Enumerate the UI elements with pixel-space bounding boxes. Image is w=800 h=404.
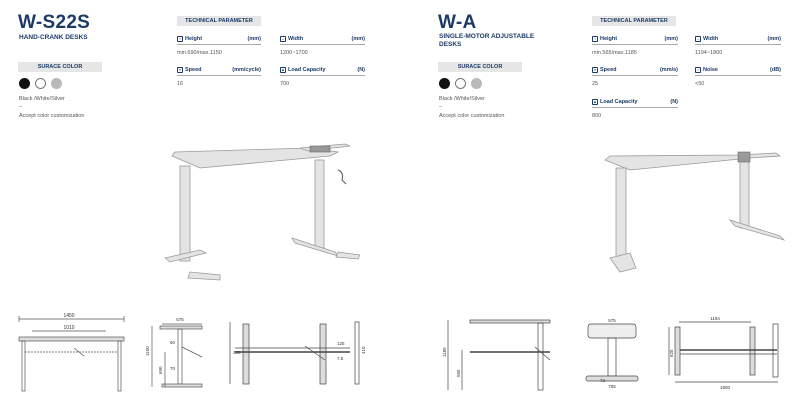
param-value: 1194~1800 bbox=[695, 50, 723, 56]
left-desk-frame-image bbox=[164, 143, 360, 281]
param-label: Speed bbox=[600, 67, 617, 73]
param-value: min.565/max.1185 bbox=[592, 50, 637, 56]
dim-60: 60 bbox=[170, 340, 176, 345]
silver-swatch bbox=[471, 78, 482, 89]
left-surface-color-label: SURACE COLOR bbox=[18, 62, 102, 72]
height-icon: ↕ bbox=[592, 36, 598, 42]
param-value: <50 bbox=[695, 81, 705, 87]
param-unit: (mm) bbox=[767, 36, 781, 42]
right-param-speed: »Speed (mm/s) 25 bbox=[592, 67, 678, 87]
left-color-names: Black /White/Silver bbox=[19, 96, 65, 102]
left-model-title: W-S22S bbox=[18, 12, 91, 33]
param-label: Height bbox=[185, 36, 203, 42]
right-model-title: W-A bbox=[438, 12, 477, 33]
left-tech-param-label: TECHNICAL PARAMETER bbox=[177, 16, 261, 26]
param-value: 16 bbox=[177, 81, 184, 87]
param-unit: (mm/s) bbox=[659, 67, 678, 73]
dim-1800: 1800 bbox=[720, 385, 731, 390]
white-swatch bbox=[455, 78, 466, 89]
param-label: Width bbox=[288, 36, 304, 42]
param-unit: (N) bbox=[357, 67, 365, 73]
dim-690: 690 bbox=[158, 366, 163, 374]
right-top-drawing: 1194 625 1800 bbox=[668, 316, 779, 390]
dim-565: 565 bbox=[456, 369, 461, 377]
left-side-drawing: 575 1150 690 60 70 bbox=[145, 317, 203, 388]
black-swatch bbox=[19, 78, 30, 89]
width-icon: ↔ bbox=[280, 36, 286, 42]
param-unit: (dB) bbox=[770, 67, 781, 73]
param-value: 25 bbox=[592, 81, 599, 87]
speed-icon: » bbox=[177, 67, 183, 73]
noise-icon: ♪ bbox=[695, 67, 701, 73]
dim-125: 125 bbox=[337, 341, 345, 346]
white-swatch bbox=[35, 78, 46, 89]
dim-625: 625 bbox=[669, 349, 674, 357]
param-unit: (mm) bbox=[664, 36, 678, 42]
left-param-width: ↔Width (mm) 1200~1700 bbox=[280, 36, 365, 56]
param-value: min.690/max.1150 bbox=[177, 50, 222, 56]
dim-575: 575 bbox=[176, 317, 184, 322]
param-value: 800 bbox=[592, 113, 602, 119]
right-model-subtitle-2: DESKS bbox=[439, 41, 462, 48]
dim-72: 72 bbox=[600, 378, 606, 383]
param-label: Load Capacity bbox=[600, 99, 638, 105]
param-label: Noise bbox=[703, 67, 718, 73]
param-value: 700 bbox=[280, 81, 290, 87]
right-param-load: ▲Load Capacity (N) 800 bbox=[592, 99, 678, 119]
left-custom-note: Accept color customization bbox=[19, 113, 85, 119]
right-surface-color-label: SURACE COLOR bbox=[438, 62, 522, 72]
param-label: Load Capacity bbox=[288, 67, 326, 73]
dim-7-5: 7.5 bbox=[337, 356, 344, 361]
dim-410: 410 bbox=[361, 346, 366, 354]
left-param-height: ↕Height (mm) min.690/max.1150 bbox=[177, 36, 261, 56]
black-swatch bbox=[439, 78, 450, 89]
param-label: Speed bbox=[185, 67, 202, 73]
dim-1185: 1185 bbox=[442, 347, 447, 357]
width-icon: ↔ bbox=[695, 36, 701, 42]
right-tech-param-label: TECHNICAL PARAMETER bbox=[592, 16, 676, 26]
dim-355: 355 bbox=[233, 350, 241, 355]
right-side-drawing: 1185 565 bbox=[442, 319, 551, 391]
right-param-noise: ♪Noise (dB) <50 bbox=[695, 67, 781, 87]
left-top-drawing: 355 125 7.5 410 bbox=[229, 321, 366, 385]
right-color-swatches bbox=[439, 78, 482, 89]
param-value: 1200~1700 bbox=[280, 50, 308, 56]
left-param-speed: »Speed (mm/cycle) 16 bbox=[177, 67, 261, 87]
left-param-load: ▲Load Capacity (N) 700 bbox=[280, 67, 365, 87]
dim-70: 70 bbox=[170, 366, 176, 371]
silver-swatch bbox=[51, 78, 62, 89]
left-front-drawing: 1450 1010 bbox=[18, 313, 125, 392]
right-desk-frame-image bbox=[604, 151, 786, 273]
right-color-names: Black /White/Silver bbox=[439, 96, 485, 102]
right-dash: – bbox=[439, 104, 443, 110]
param-unit: (mm/cycle) bbox=[232, 67, 261, 73]
load-icon: ▲ bbox=[592, 99, 598, 105]
right-custom-note: Accept color customization bbox=[439, 113, 505, 119]
right-param-width: ↔Width (mm) 1194~1800 bbox=[695, 36, 781, 56]
right-param-height: ↕Height (mm) min.565/max.1185 bbox=[592, 36, 678, 56]
dim-1010: 1010 bbox=[63, 325, 74, 331]
right-model-subtitle-1: SINGLE-MOTOR ADJUSTABLE bbox=[439, 33, 535, 40]
height-icon: ↕ bbox=[177, 36, 183, 42]
speed-icon: » bbox=[592, 67, 598, 73]
left-dash: – bbox=[19, 104, 23, 110]
dim-705: 705 bbox=[608, 384, 616, 389]
param-unit: (mm) bbox=[351, 36, 365, 42]
left-color-swatches bbox=[19, 78, 62, 89]
right-end-drawing: 575 705 72 bbox=[585, 318, 639, 389]
load-icon: ▲ bbox=[280, 67, 286, 73]
dim-575: 575 bbox=[608, 318, 616, 323]
param-label: Height bbox=[600, 36, 618, 42]
param-label: Width bbox=[703, 36, 719, 42]
left-model-subtitle: HAND-CRANK DESKS bbox=[19, 34, 88, 41]
param-unit: (N) bbox=[670, 99, 678, 105]
param-unit: (mm) bbox=[247, 36, 261, 42]
dim-1194: 1194 bbox=[710, 316, 720, 321]
dim-1150: 1150 bbox=[145, 346, 150, 356]
dim-1450: 1450 bbox=[63, 313, 74, 319]
